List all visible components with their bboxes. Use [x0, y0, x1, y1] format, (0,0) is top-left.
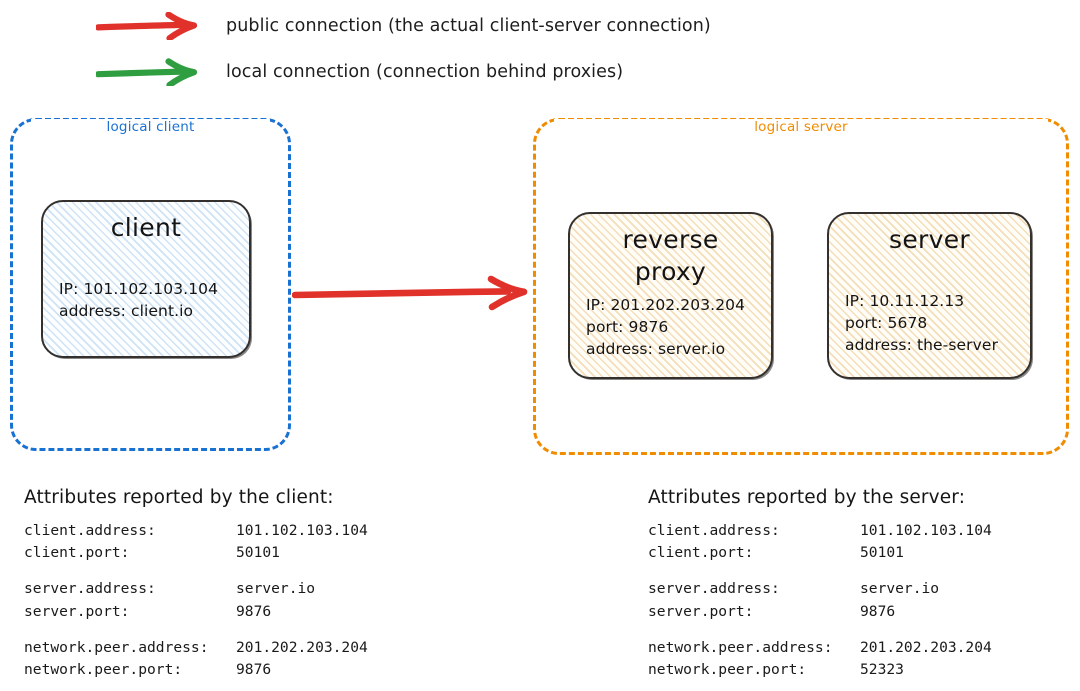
attr-key: client.address:	[24, 522, 156, 539]
node-reverse-proxy-attr-ip: IP: 201.202.203.204	[586, 296, 746, 314]
attr-key: client.port:	[24, 544, 130, 562]
logical-server-title: logical server	[554, 119, 1048, 138]
attr-value: 52323	[860, 660, 904, 678]
attr-value: server.io	[236, 580, 316, 598]
attributes-server-heading: Attributes reported by the server:	[648, 487, 966, 508]
attr-key: network.peer.address:	[24, 638, 209, 656]
attr-value: server.io	[860, 580, 940, 598]
attr-value: 101.102.103.104	[860, 522, 992, 539]
node-server-attr-ip: IP: 10.11.12.13	[845, 292, 965, 310]
attr-group-spacer	[648, 564, 992, 578]
attributes-client-grid: client.address: 101.102.103.104 client.por…	[24, 520, 368, 681]
legend-item-public: public connection (the actual client-ser…	[96, 12, 711, 40]
attr-key: server.port:	[24, 602, 130, 620]
attr-key: client.address:	[648, 522, 780, 539]
right-arrow-icon	[96, 12, 198, 40]
legend-item-local: local connection (connection behind prox…	[96, 58, 623, 86]
attributes-client-heading: Attributes reported by the client:	[24, 487, 334, 508]
node-server[interactable]: server IP: 10.11.12.13 port: 5678 addres…	[827, 212, 1032, 379]
attributes-server-grid: client.address: 101.102.103.104 client.por…	[648, 520, 992, 681]
node-client-attr-ip: IP: 101.102.103.104	[59, 280, 219, 298]
legend-label-local: local connection (connection behind prox…	[226, 62, 624, 82]
attr-key: network.peer.address:	[648, 638, 833, 656]
attr-key: network.peer.port:	[648, 660, 807, 678]
attr-value: 201.202.203.204	[860, 638, 992, 656]
attr-value: 9876	[236, 602, 272, 620]
attr-value: 50101	[860, 544, 904, 562]
node-server-title: server	[889, 225, 970, 254]
attr-key: server.port:	[648, 602, 754, 620]
node-server-attributes: IP: 10.11.12.13 port: 5678 address: the-…	[845, 290, 1014, 356]
attr-key: client.port:	[648, 544, 754, 562]
attributes-reported-by-server: Attributes reported by the server: clien…	[648, 487, 992, 681]
logical-client-title: logical client	[31, 119, 270, 138]
node-client-attr-address: address: client.io	[59, 302, 194, 320]
attr-group-spacer	[648, 623, 992, 637]
logical-server-container: logical server	[533, 118, 1069, 455]
legend-label-public: public connection (the actual client-ser…	[226, 16, 711, 36]
attr-key: server.address:	[24, 580, 156, 598]
node-client[interactable]: client IP: 101.102.103.104 address: clie…	[41, 200, 251, 358]
node-reverse-proxy-attributes: IP: 201.202.203.204 port: 9876 address: …	[586, 294, 755, 360]
attr-value: 9876	[236, 660, 272, 678]
attributes-reported-by-client: Attributes reported by the client: clien…	[24, 487, 368, 681]
attr-value: 101.102.103.104	[236, 522, 368, 539]
attr-value: 50101	[236, 544, 280, 562]
attr-key: network.peer.port:	[24, 660, 183, 678]
attr-group-spacer	[24, 623, 368, 637]
attr-key: server.address:	[648, 580, 780, 598]
node-reverse-proxy-attr-port: port: 9876	[586, 318, 669, 336]
attr-group-spacer	[24, 564, 368, 578]
node-client-attributes: IP: 101.102.103.104 address: client.io	[59, 278, 233, 322]
attr-value: 9876	[860, 602, 896, 620]
node-server-attr-address: address: the-server	[845, 336, 999, 354]
node-reverse-proxy-title: reverse proxy	[622, 225, 719, 286]
logical-client-container: logical client	[10, 118, 291, 451]
node-reverse-proxy[interactable]: reverse proxy IP: 201.202.203.204 port: …	[568, 212, 773, 379]
node-client-title: client	[110, 213, 182, 242]
attr-value: 201.202.203.204	[236, 638, 368, 656]
node-server-attr-port: port: 5678	[845, 314, 928, 332]
public-connection-arrow	[292, 275, 528, 311]
right-arrow-icon	[96, 58, 198, 86]
node-reverse-proxy-attr-address: address: server.io	[586, 340, 726, 358]
